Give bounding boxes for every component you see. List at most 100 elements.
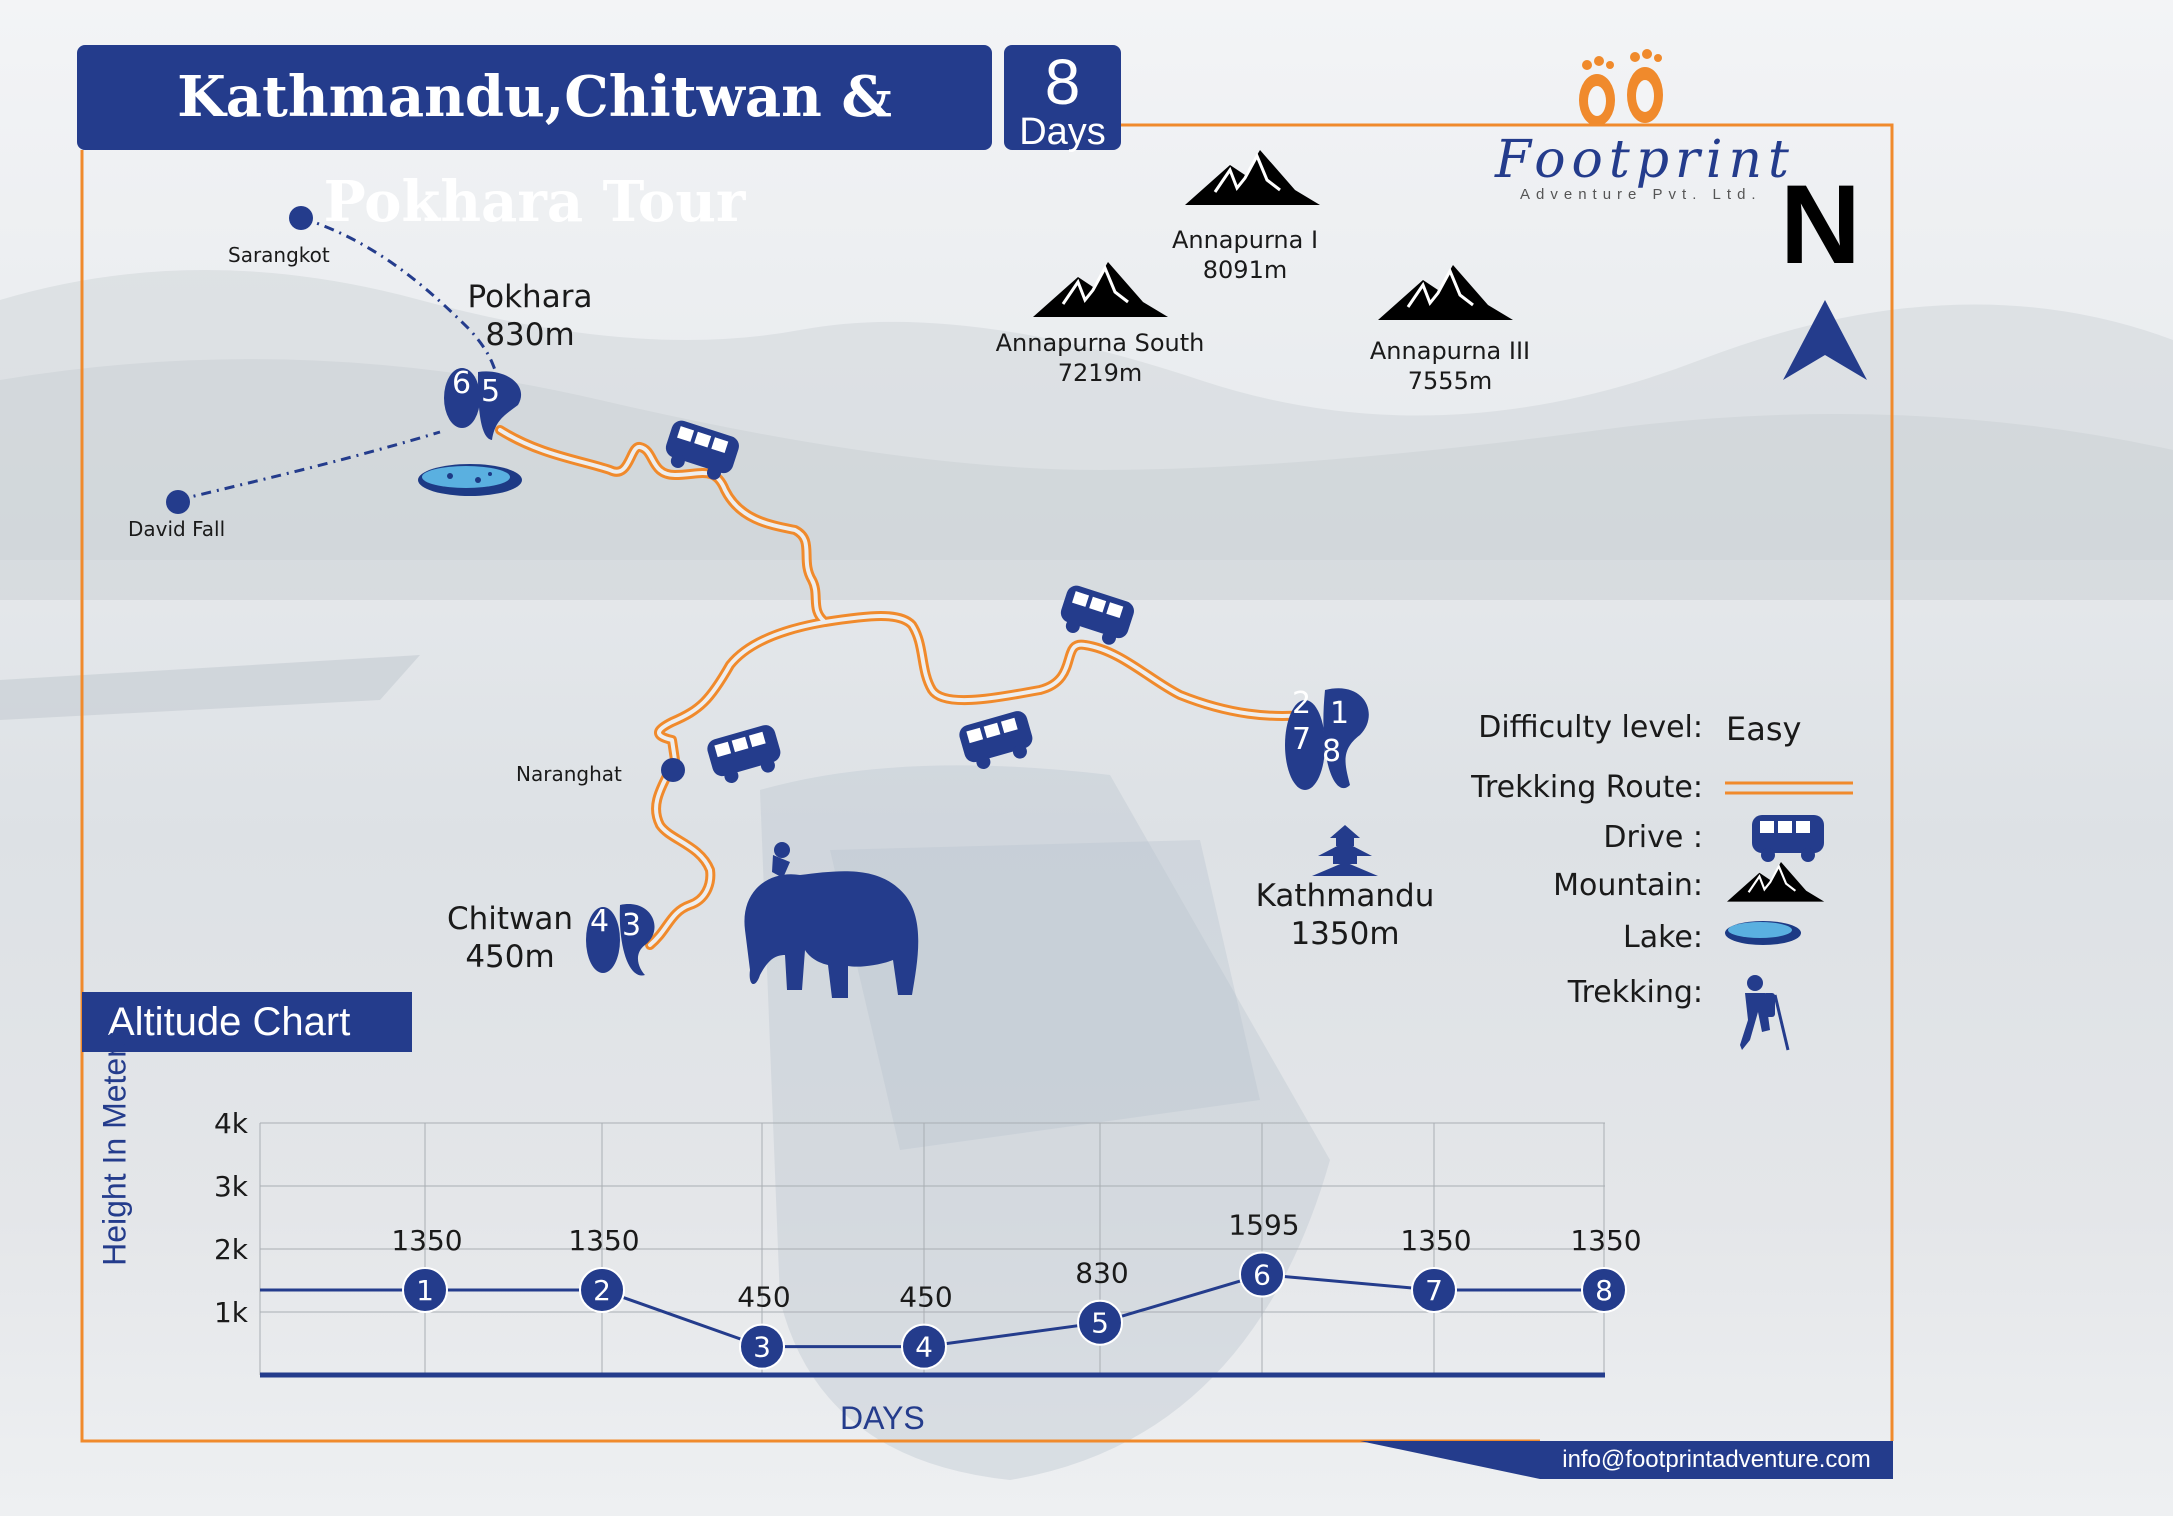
altitude-point-number: 1 [416,1274,434,1307]
stop-day-number: 2 [1292,686,1312,721]
mountain-icon [1378,265,1513,320]
brand-name: Footprint [1495,130,1795,190]
altitude-point [1077,1299,1123,1346]
duration-badge: 8 Days [1004,45,1121,153]
altitude-value-label: 830 [1075,1257,1128,1290]
legend-trekker-icon [1740,975,1790,1051]
legend-mountain-icon [1727,862,1825,902]
legend-drive-label: Drive : [1603,820,1703,855]
bus-icon [959,711,1033,770]
page-title: Kathmandu,Chitwan & Pokhara Tour [77,45,992,235]
david-fall-label: David Fall [128,517,226,541]
chart-x-label: DAYS [840,1400,925,1436]
altitude-value-label: 1350 [568,1224,639,1257]
altitude-chart-title: Altitude Chart [82,992,412,1052]
altitude-point [402,1266,448,1313]
legend-route-label: Trekking Route: [1471,770,1703,805]
contact-email[interactable]: info@footprintadventure.com [1540,1441,1893,1479]
kathmandu-label: Kathmandu 1350m [1245,877,1445,953]
altitude-point-number: 6 [1253,1259,1271,1292]
mountain-name: Annapurna I [1171,226,1319,254]
david-fall-marker [166,490,190,514]
altitude-point-number: 3 [753,1331,771,1364]
stop-day-number: 4 [590,904,610,939]
mountain-label-annapurna-i: Annapurna I 8091m [1145,225,1345,285]
footprint-stop-icon [586,904,655,976]
altitude-point-number: 7 [1425,1274,1443,1307]
mountain-icon [1185,150,1320,205]
legend-bus-icon [1752,815,1824,862]
mountain-name: Annapurna III [1369,337,1531,365]
altitude-point [1411,1266,1457,1313]
legend-lake-label: Lake: [1623,920,1703,955]
brand-subtitle: Adventure Pvt. Ltd. [1520,186,1762,203]
stop-day-number: 8 [1322,734,1342,769]
stop-day-number: 6 [452,366,472,401]
naranghat-marker [661,758,685,782]
mountain-label-annapurna-south: Annapurna South 7219m [980,328,1220,388]
legend-trekking-label: Trekking: [1567,975,1703,1010]
kathmandu-altitude: 1350m [1290,916,1400,952]
elephant-icon [744,842,919,998]
altitude-value-label: 1350 [1570,1224,1641,1257]
altitude-point [901,1323,947,1370]
altitude-points: 1 1350 2 1350 3 450 4 450 5 830 6 1595 7 1350 8 1350 [391,1209,1642,1370]
altitude-value-label: 450 [899,1281,952,1314]
footprint-stop-icon [1285,688,1369,790]
altitude-value-label: 450 [737,1281,790,1314]
duration-unit: Days [1019,111,1106,153]
lake-icon [418,464,522,496]
altitude-point [579,1266,625,1313]
mountain-altitude: 7555m [1407,367,1493,395]
bus-icon [665,420,739,480]
kathmandu-name: Kathmandu [1255,878,1435,914]
pokhara-label: Pokhara 830m [440,278,620,354]
north-arrow-icon [1783,300,1867,380]
stop-day-number: 5 [481,374,501,409]
mountain-altitude: 8091m [1202,256,1288,284]
altitude-point-number: 2 [593,1274,611,1307]
side-trip-lines [177,216,497,502]
altitude-value-label: 1350 [391,1224,462,1257]
altitude-point [739,1323,785,1370]
duration-number: 8 [1044,46,1081,118]
stop-day-number: 1 [1330,696,1350,731]
y-tick-label: 4k [214,1107,249,1140]
y-tick-label: 2k [214,1233,249,1266]
stop-day-number: 3 [622,908,642,943]
altitude-point [1239,1251,1285,1298]
altitude-point-number: 4 [915,1331,933,1364]
mountain-altitude: 7219m [1057,359,1143,387]
altitude-point-number: 8 [1595,1274,1613,1307]
altitude-point [1581,1266,1627,1313]
naranghat-label: Naranghat [516,762,622,786]
chitwan-altitude: 450m [465,939,555,975]
y-tick-label: 3k [214,1170,249,1203]
altitude-value-label: 1350 [1400,1224,1471,1257]
mountain-label-annapurna-iii: Annapurna III 7555m [1345,336,1555,396]
north-label: N [1780,162,1861,287]
chitwan-label: Chitwan 450m [430,900,590,976]
footprint-stop-icon [444,368,522,440]
legend-difficulty-value: Easy [1726,710,1802,748]
chart-y-ticks: 4k 3k 2k 1k [214,1107,249,1329]
bus-icon [1060,585,1134,645]
y-tick-label: 1k [214,1296,249,1329]
altitude-value-label: 1595 [1228,1209,1299,1242]
bus-icon [707,725,781,784]
mountain-icon [1033,262,1168,317]
mountain-name: Annapurna South [995,329,1205,357]
legend-difficulty-label: Difficulty level: [1478,710,1703,745]
sarangkot-marker [289,206,313,230]
chitwan-name: Chitwan [446,901,574,937]
footprint-logo-icon [1579,49,1663,126]
stop-day-number: 7 [1292,722,1312,757]
sarangkot-label: Sarangkot [228,243,330,267]
legend-mountain-label: Mountain: [1553,868,1703,903]
pagoda-icon [1312,825,1378,876]
altitude-point-number: 5 [1091,1307,1109,1340]
